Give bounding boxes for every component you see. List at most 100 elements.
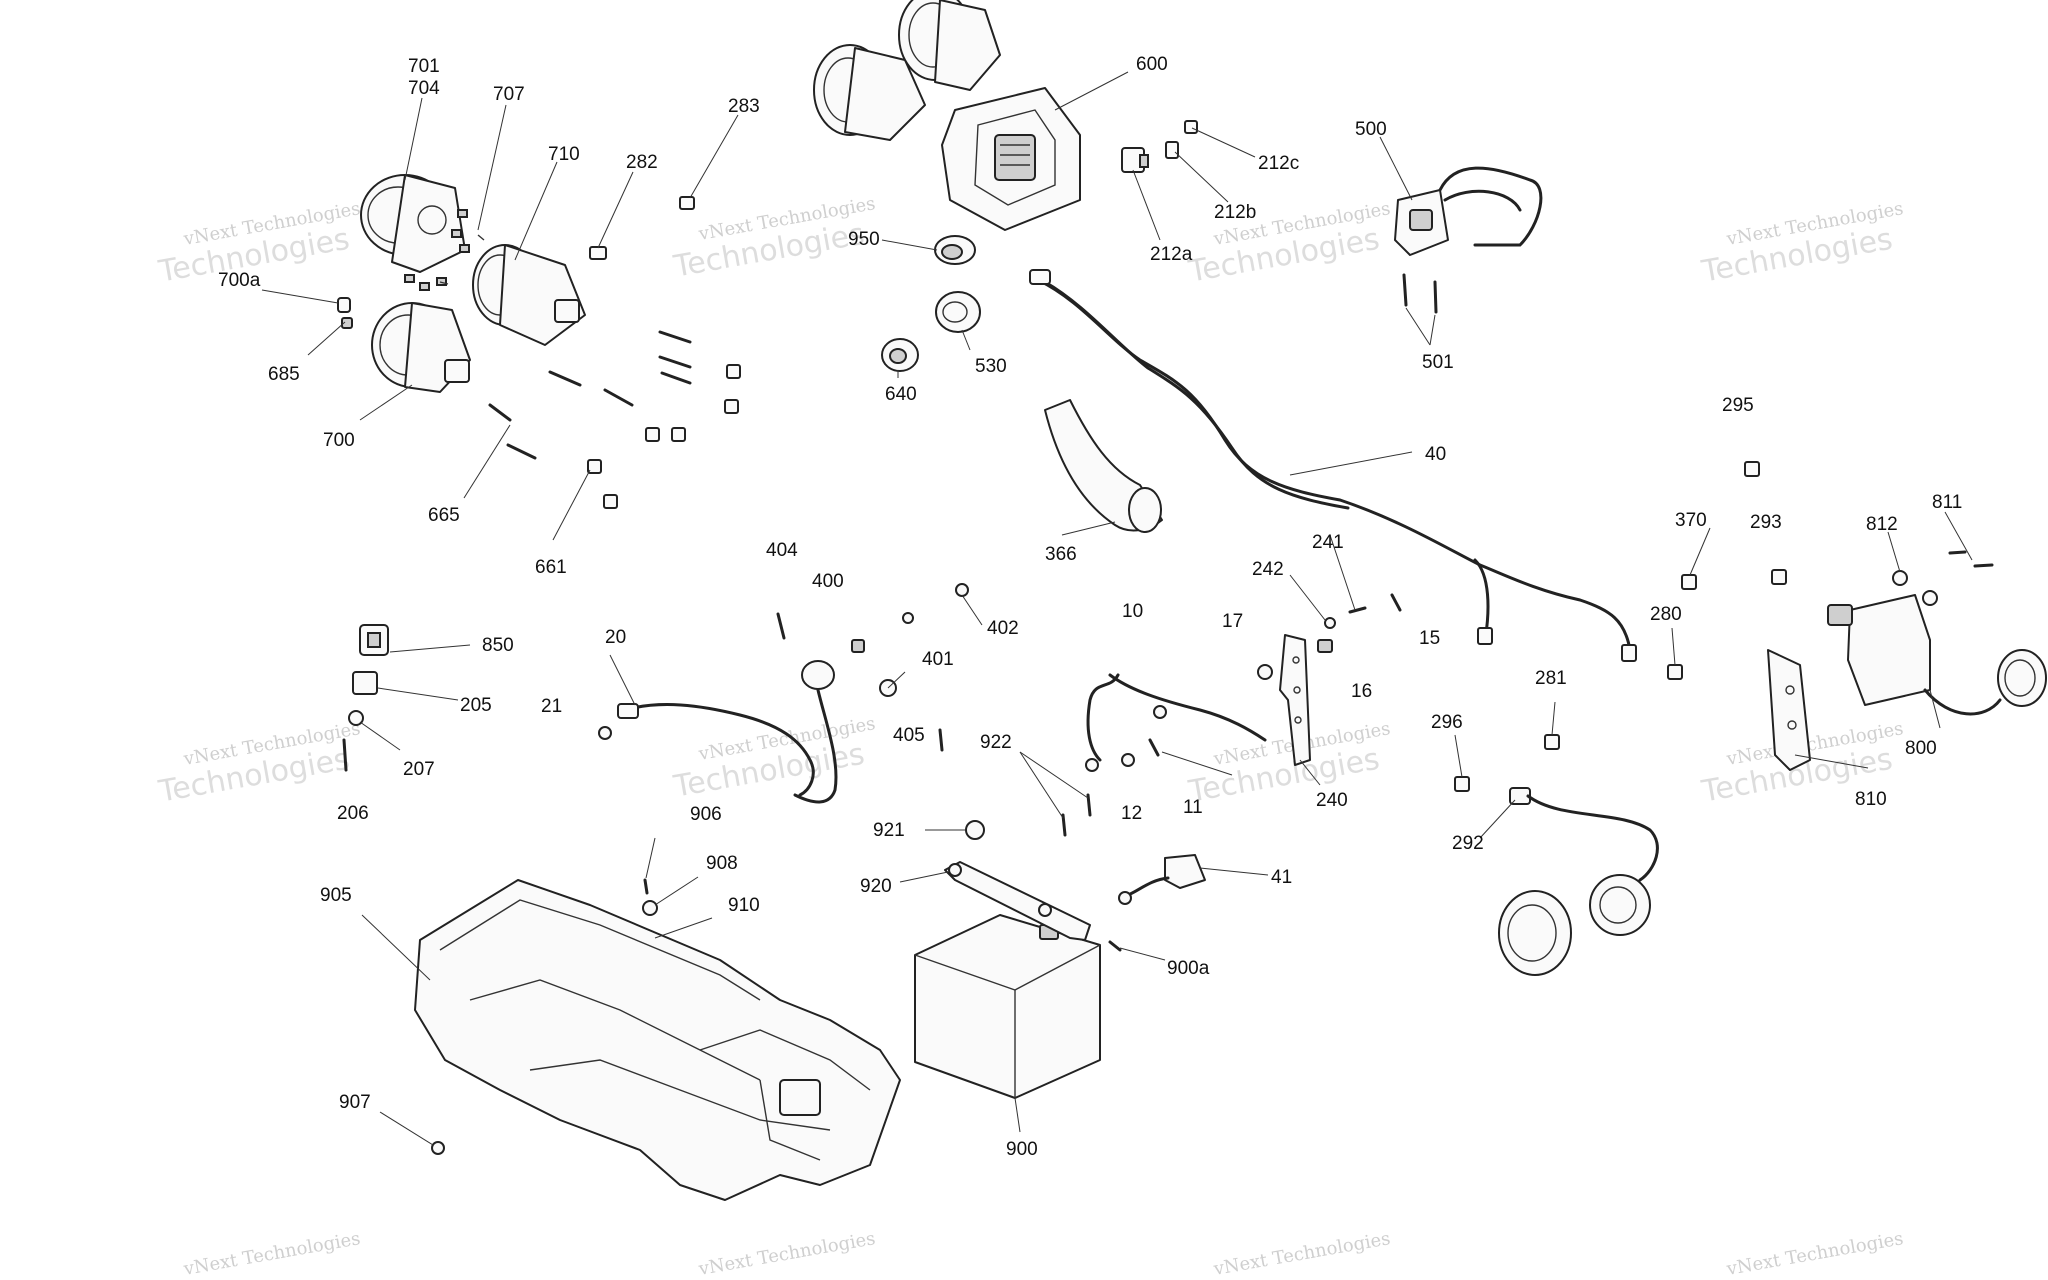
headlight-housing-lower <box>371 302 471 393</box>
callout-370: 370 <box>1675 510 1707 531</box>
callout-900a: 900a <box>1167 958 1210 979</box>
battery-tray-905 <box>414 879 901 1201</box>
callout-292: 292 <box>1452 833 1484 854</box>
callout-811: 811 <box>1932 492 1962 513</box>
switch-assembly-500 <box>1394 166 1543 256</box>
spacer-17 <box>1257 664 1273 680</box>
callout-205: 205 <box>460 695 492 716</box>
ground-cable-10 <box>1085 673 1267 772</box>
nuts-661 <box>587 364 741 509</box>
callout-240: 240 <box>1316 790 1348 811</box>
callout-906: 906 <box>690 804 722 825</box>
callout-17: 17 <box>1222 611 1243 632</box>
callout-665: 665 <box>428 505 460 526</box>
screw-15 <box>1390 593 1402 612</box>
watermark: vNext Technologies Technologies <box>155 718 362 810</box>
callout-242: 242 <box>1252 559 1284 580</box>
callout-20: 20 <box>605 627 626 648</box>
nut-907 <box>431 1141 445 1155</box>
watermark-line1: vNext Technologies <box>1211 1228 1392 1280</box>
callout-710: 710 <box>548 144 580 165</box>
callout-15: 15 <box>1419 628 1440 649</box>
headlight-top-right <box>898 0 1001 91</box>
callout-40: 40 <box>1425 444 1446 465</box>
clip-293 <box>1771 569 1787 585</box>
screws-811 <box>1948 550 1994 568</box>
callout-908: 908 <box>706 853 738 874</box>
screw-900a <box>1108 940 1122 952</box>
callout-212c: 212c <box>1258 153 1299 174</box>
bulb-700a <box>337 297 351 313</box>
battery-900 <box>914 914 1101 1099</box>
watermark: vNext Technologies <box>696 1228 877 1280</box>
main-wiring-harness-40 <box>1029 269 1637 662</box>
callout-241: 241 <box>1312 532 1344 553</box>
callout-labels: 701 704 707 710 282 283 600 212c 212b 21… <box>218 54 1962 1160</box>
headlight-top-left <box>813 44 926 141</box>
callout-921: 921 <box>873 820 905 841</box>
screw-11 <box>1148 738 1160 757</box>
callout-405: 405 <box>893 725 925 746</box>
callout-282: 282 <box>626 152 658 173</box>
callout-281: 281 <box>1535 668 1567 689</box>
callout-810: 810 <box>1855 789 1887 810</box>
fog-lamp-assembly-292 <box>1498 787 1659 976</box>
connector-850 <box>359 624 389 656</box>
callout-685: 685 <box>268 364 300 385</box>
clip-370 <box>1681 574 1697 590</box>
watermark-line1: vNext Technologies <box>1724 1228 1905 1280</box>
hold-down-bracket-920 <box>944 861 1091 941</box>
callout-700a: 700a <box>218 270 261 291</box>
bracket-810 <box>1767 649 1811 771</box>
callout-600: 600 <box>1136 54 1168 75</box>
washer-401 <box>902 612 914 624</box>
callout-900: 900 <box>1006 1139 1038 1160</box>
watermark: vNext Technologies <box>1724 1228 1905 1280</box>
screw-922b <box>1086 793 1092 817</box>
callout-12: 12 <box>1121 803 1142 824</box>
callout-366: 366 <box>1045 544 1077 565</box>
watermark: vNext Technologies <box>1211 1228 1392 1280</box>
gauge-cluster-600 <box>941 87 1081 231</box>
clip-280 <box>1667 664 1683 680</box>
housing-screws <box>404 209 485 291</box>
nut-921 <box>965 820 985 840</box>
nut-402 <box>955 583 969 597</box>
callout-16: 16 <box>1351 681 1372 702</box>
screws-501 <box>1402 273 1438 314</box>
connector-212b <box>1165 141 1179 159</box>
washer-242 <box>1324 617 1336 629</box>
bracket-205 <box>352 671 378 695</box>
clip-281 <box>1544 734 1560 750</box>
screw-922c <box>1061 813 1067 837</box>
watermark: vNext Technologies <box>181 1228 362 1280</box>
connector-212a <box>1121 147 1149 173</box>
connector-212c <box>1184 120 1198 134</box>
watermark: vNext Technologies Technologies <box>1185 718 1392 810</box>
air-duct-366 <box>1044 399 1163 533</box>
long-screws <box>488 330 692 460</box>
washer-207 <box>348 710 364 726</box>
callout-400: 400 <box>812 571 844 592</box>
callout-206: 206 <box>337 803 369 824</box>
watermark: vNext Technologies Technologies <box>1698 198 1905 290</box>
callout-950: 950 <box>848 229 880 250</box>
headlight-housing-middle <box>472 244 586 346</box>
headlight-housing-upper <box>360 174 466 273</box>
callout-21: 21 <box>541 696 562 717</box>
callout-10: 10 <box>1122 601 1143 622</box>
socket-640 <box>881 338 919 372</box>
callout-907: 907 <box>339 1092 371 1113</box>
callout-404: 404 <box>766 540 798 561</box>
callout-640: 640 <box>885 384 917 405</box>
parts <box>337 0 2047 1201</box>
callout-401: 401 <box>922 649 954 670</box>
leader-lines <box>261 71 1973 1146</box>
callout-500: 500 <box>1355 119 1387 140</box>
clip-296 <box>1454 776 1470 792</box>
callout-207: 207 <box>403 759 435 780</box>
callout-41: 41 <box>1271 867 1292 888</box>
screw-206 <box>342 738 348 772</box>
screw-922a <box>938 728 944 752</box>
